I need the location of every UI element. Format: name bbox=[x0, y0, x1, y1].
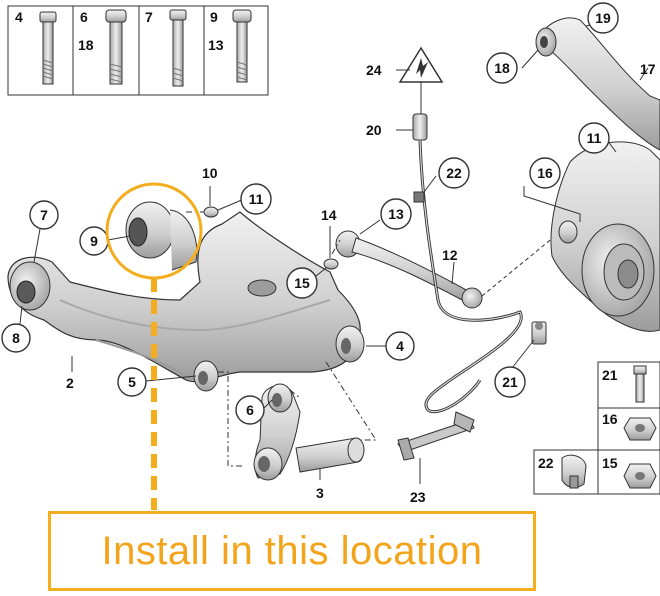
svg-text:23: 23 bbox=[410, 489, 426, 505]
part-label-5: 5 bbox=[117, 367, 147, 397]
part-label-4: 4 bbox=[385, 331, 415, 361]
part-label-22: 22 bbox=[438, 157, 470, 189]
lower-control-arm bbox=[7, 201, 365, 392]
bolt-cell-label: 9 bbox=[210, 9, 218, 25]
bolt-icon bbox=[105, 9, 127, 85]
svg-text:9: 9 bbox=[90, 233, 98, 249]
bolt-cell-2: 6 18 bbox=[78, 9, 127, 85]
part-label-19: 19 bbox=[587, 2, 619, 34]
part-label-14: 14 bbox=[321, 207, 337, 223]
svg-text:18: 18 bbox=[494, 60, 510, 76]
abs-sensor-wire bbox=[398, 46, 523, 414]
wheel-carrier bbox=[550, 127, 660, 332]
bolt-cell-label: 4 bbox=[15, 9, 23, 25]
part-label-6: 6 bbox=[235, 395, 265, 425]
bolt-table: 4 6 18 7 bbox=[7, 5, 269, 96]
screw-icon bbox=[633, 365, 647, 403]
part-label-20: 20 bbox=[366, 122, 382, 138]
svg-text:11: 11 bbox=[249, 191, 264, 207]
flange-nut-icon bbox=[623, 417, 657, 441]
bolt-icon bbox=[39, 11, 57, 85]
upper-control-arm bbox=[535, 17, 660, 151]
bolt-cell-label: 13 bbox=[208, 37, 224, 53]
toe-link bbox=[335, 230, 561, 309]
part-label-15: 15 bbox=[286, 267, 318, 299]
washer bbox=[323, 258, 339, 270]
svg-text:7: 7 bbox=[40, 207, 48, 223]
svg-text:20: 20 bbox=[366, 122, 382, 138]
part-label-11: 11 bbox=[240, 183, 272, 215]
svg-text:6: 6 bbox=[246, 402, 254, 418]
svg-text:3: 3 bbox=[316, 485, 324, 501]
part-label-2: 2 bbox=[66, 375, 74, 391]
svg-text:4: 4 bbox=[396, 338, 404, 354]
svg-text:2: 2 bbox=[66, 375, 74, 391]
install-callout-text: Install in this location bbox=[101, 529, 483, 573]
svg-text:8: 8 bbox=[12, 330, 20, 346]
svg-text:17: 17 bbox=[640, 61, 656, 77]
part-label-10: 10 bbox=[202, 165, 218, 181]
sensor-connector bbox=[531, 321, 547, 345]
part-label-7: 7 bbox=[29, 200, 59, 230]
washer bbox=[203, 206, 219, 218]
bolt-cell-1: 4 bbox=[15, 9, 57, 85]
svg-text:16: 16 bbox=[537, 165, 553, 181]
svg-text:13: 13 bbox=[388, 206, 404, 222]
eccentric-bolt bbox=[295, 437, 365, 473]
part-label-3: 3 bbox=[316, 485, 324, 501]
svg-text:22: 22 bbox=[446, 165, 462, 181]
warning-triangle-icon bbox=[398, 46, 444, 83]
bolt-cell-label: 18 bbox=[78, 37, 94, 53]
part-label-23: 23 bbox=[410, 489, 426, 505]
part-label-24: 24 bbox=[366, 62, 382, 78]
hex-nut-icon bbox=[623, 463, 657, 489]
parts-table-label: 16 bbox=[602, 411, 618, 427]
part-label-11b: 11 bbox=[578, 122, 610, 154]
parts-table-label: 22 bbox=[538, 455, 554, 471]
bracket-clip bbox=[397, 411, 475, 461]
part-label-8: 8 bbox=[1, 323, 31, 353]
svg-text:11: 11 bbox=[587, 130, 602, 146]
install-location-highlight bbox=[105, 182, 203, 510]
svg-text:15: 15 bbox=[294, 275, 310, 291]
part-label-21: 21 bbox=[494, 366, 526, 398]
bolt-icon bbox=[169, 9, 187, 87]
svg-text:12: 12 bbox=[442, 247, 458, 263]
part-label-16: 16 bbox=[529, 157, 561, 189]
parts-table: 21 16 22 15 bbox=[533, 361, 660, 495]
install-callout-box: Install in this location bbox=[48, 511, 536, 591]
part-label-9: 9 bbox=[79, 226, 109, 256]
svg-text:14: 14 bbox=[321, 207, 337, 223]
bolt-cell-4: 9 13 bbox=[208, 9, 252, 83]
part-label-13: 13 bbox=[380, 198, 412, 230]
svg-text:5: 5 bbox=[128, 374, 136, 390]
part-label-18: 18 bbox=[486, 52, 518, 84]
parts-table-label: 15 bbox=[602, 455, 618, 471]
svg-text:19: 19 bbox=[595, 10, 611, 26]
bolt-icon bbox=[232, 9, 252, 83]
part-label-12: 12 bbox=[442, 247, 458, 263]
svg-text:21: 21 bbox=[502, 374, 518, 390]
leader-lines bbox=[19, 23, 649, 484]
bolt-cell-label: 7 bbox=[145, 9, 153, 25]
svg-text:24: 24 bbox=[366, 62, 382, 78]
bolt-cell-label: 6 bbox=[80, 9, 88, 25]
cable-clip-icon bbox=[561, 454, 587, 489]
svg-text:10: 10 bbox=[202, 165, 218, 181]
part-label-17: 17 bbox=[640, 61, 656, 77]
assembly-lines bbox=[186, 211, 377, 467]
parts-table-label: 21 bbox=[602, 367, 618, 383]
bolt-cell-3: 7 bbox=[145, 9, 187, 87]
lateral-link bbox=[253, 383, 301, 481]
